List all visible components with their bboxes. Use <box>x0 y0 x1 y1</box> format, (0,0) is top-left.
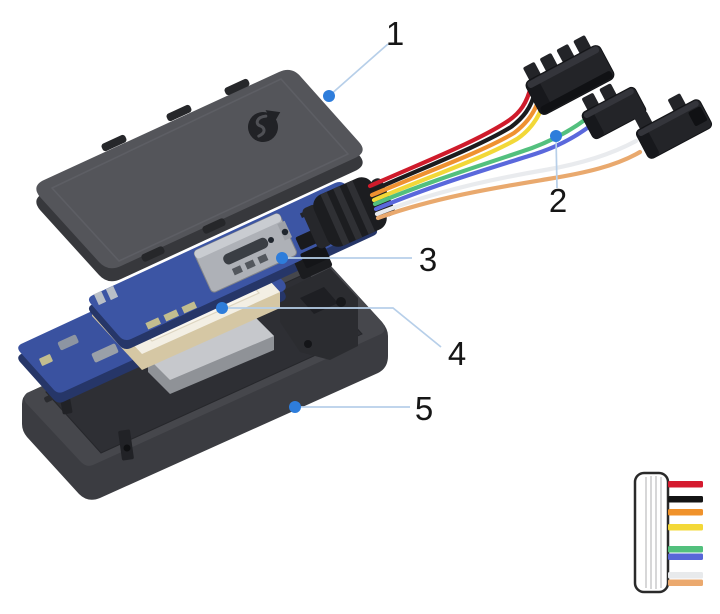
sim-contact <box>244 259 256 270</box>
connector-highlight <box>637 100 699 136</box>
pcb-gold-pad <box>145 317 162 330</box>
callout-dot <box>276 252 288 264</box>
legend-wire-green <box>668 546 703 553</box>
connector-2pin-a <box>581 83 647 140</box>
legend-wire-white <box>668 572 703 579</box>
connector-highlight <box>583 88 634 119</box>
cover-inner-panel <box>51 78 349 262</box>
callout-line <box>328 43 389 97</box>
top-cover <box>36 69 363 282</box>
callout-line <box>555 135 558 189</box>
cover-clip-tab <box>101 134 127 152</box>
callout-label: 5 <box>415 390 433 427</box>
legend-wire-blue <box>668 553 703 560</box>
callout-1: 1 <box>323 15 404 102</box>
grommet-rib <box>333 186 363 241</box>
callout-label: 2 <box>549 182 567 219</box>
wire-green <box>372 116 589 207</box>
cover-clip-tab <box>202 218 226 234</box>
cover-clip-tab <box>224 78 250 96</box>
wire-black <box>368 89 538 194</box>
callout-4: 4 <box>216 302 466 372</box>
edge-finger-pad <box>93 290 107 306</box>
pcb-gold-pad <box>163 309 180 322</box>
main-pcb <box>88 182 378 349</box>
battery-top <box>148 314 274 380</box>
board-connector-strip <box>57 334 79 351</box>
callout-line <box>222 307 442 348</box>
callout-2: 2 <box>549 130 567 219</box>
screw-hole-icon <box>123 444 131 452</box>
sim-card-slot <box>193 213 297 293</box>
callout-label: 4 <box>448 335 466 372</box>
sim-slot-opening <box>223 237 269 265</box>
sim-slot-ridge <box>194 213 282 259</box>
board-connector-strip <box>91 343 119 363</box>
legend-wire-orange <box>668 509 703 516</box>
connector-cavity <box>688 106 708 126</box>
capacitor-component <box>281 228 289 236</box>
wire-color-legend <box>633 471 703 594</box>
sim-contact <box>257 253 269 264</box>
grommet-rib <box>345 180 376 235</box>
callout-dot <box>289 401 301 413</box>
callout-3: 3 <box>276 241 437 278</box>
grommet-collar <box>302 204 332 249</box>
callout-dot <box>323 90 335 102</box>
wire-orange <box>369 95 542 198</box>
wire-red <box>367 83 534 189</box>
wire-white <box>374 138 639 217</box>
wire-tan <box>375 149 643 221</box>
wiring-harness <box>367 35 713 221</box>
grommet-rib <box>320 191 350 246</box>
legend-wire-red <box>668 481 703 488</box>
board-gold-pad <box>39 354 53 366</box>
cover-clip-tab <box>166 104 192 122</box>
connector-2pin-b <box>634 93 713 159</box>
connector-highlight <box>527 46 600 89</box>
cover-top <box>36 69 363 269</box>
sim-contact <box>231 265 243 276</box>
callout-label: 1 <box>386 15 404 52</box>
logo-icon <box>248 110 281 142</box>
legend-wire-yellow <box>668 524 703 531</box>
callout-dot <box>216 302 228 314</box>
cover-clip-tab <box>141 246 165 262</box>
chip-component <box>300 243 330 269</box>
wire-yellow <box>371 101 546 203</box>
callout-dot <box>550 130 562 142</box>
capacitor-component <box>268 237 274 243</box>
pcb-gold-pad <box>181 301 198 314</box>
connector-4pin <box>523 35 615 115</box>
connector-shadow <box>540 71 613 114</box>
screw-post-icon <box>336 297 346 307</box>
legend-wire-tan <box>668 579 703 586</box>
bottom-case-corner-wall <box>280 268 358 360</box>
edge-finger-pad <box>105 285 119 301</box>
screw-post-icon <box>304 340 312 348</box>
wire-blue <box>373 123 593 212</box>
callout-label: 3 <box>419 241 437 278</box>
callout-5: 5 <box>289 390 433 427</box>
legend-wire-black <box>668 496 703 503</box>
